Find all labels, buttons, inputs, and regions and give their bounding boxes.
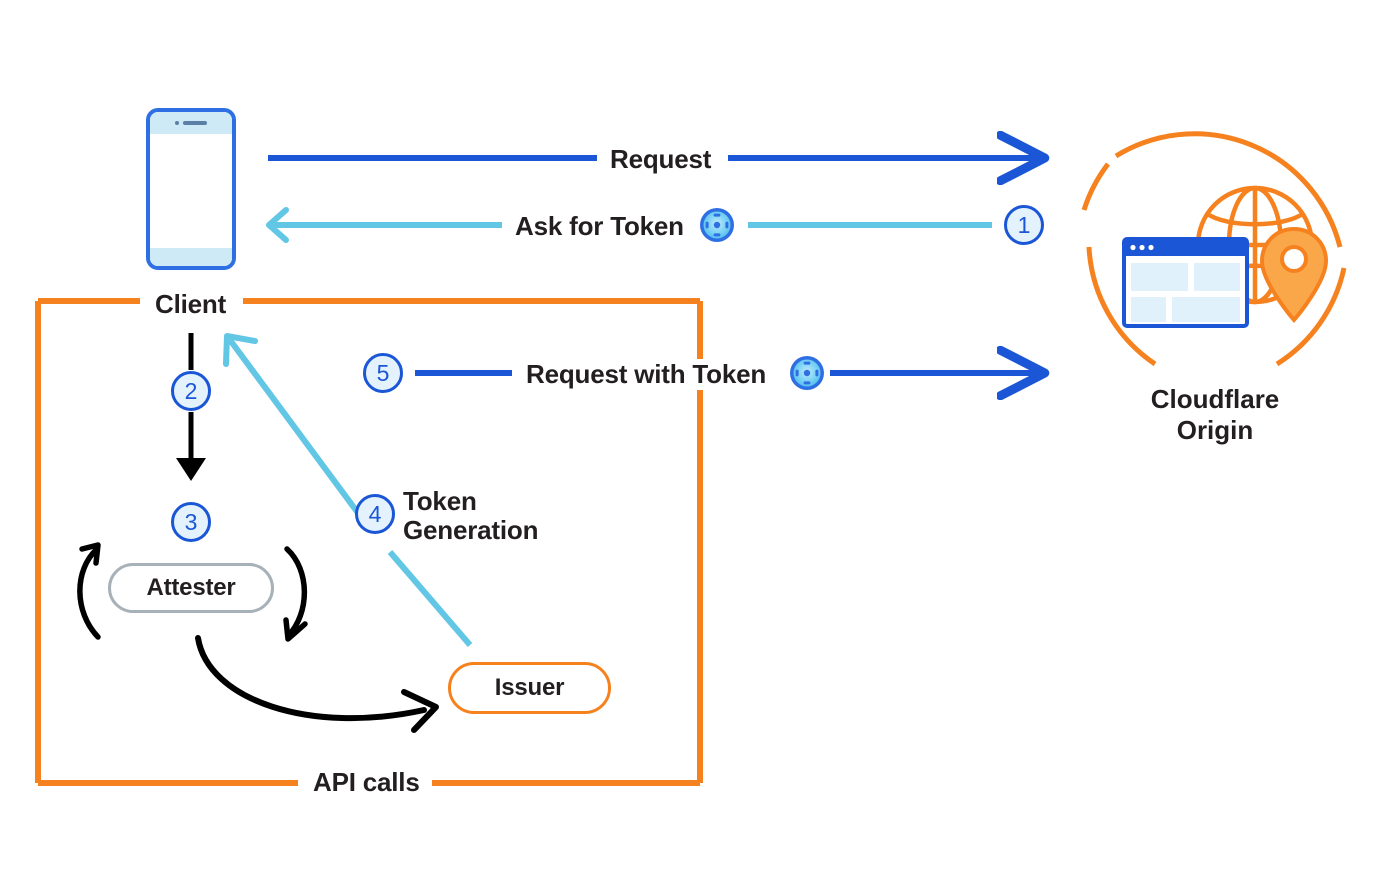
flow-attestation-loop-right-arrow <box>283 546 308 642</box>
flow-token-generation-arrow <box>223 333 473 647</box>
step-badge-4: 4 <box>355 494 395 534</box>
node-label-client: Client <box>145 289 237 320</box>
cloudflare-origin-line-2: Origin <box>1176 414 1254 445</box>
step-badge-1: 1 <box>1004 205 1044 245</box>
step-badge-3: 3 <box>171 502 211 542</box>
token-generation-line-2: Generation <box>403 515 539 546</box>
api-calls-boundary <box>35 298 703 786</box>
phone-speaker-bar <box>183 121 207 125</box>
node-issuer[interactable]: Issuer <box>448 662 611 714</box>
flow-client-to-attester-arrow <box>176 333 206 481</box>
phone-home-area <box>150 248 232 266</box>
boundary-label-api-calls: API calls <box>303 767 430 798</box>
step-badge-2: 2 <box>171 371 211 411</box>
token-circle-icon <box>700 208 734 242</box>
node-label-issuer: Issuer <box>494 674 565 701</box>
cloudflare-origin-circle <box>1081 131 1347 367</box>
node-attester[interactable]: Attester <box>108 563 274 613</box>
flow-attestation-loop-left-arrow <box>77 542 101 640</box>
step-badge-5: 5 <box>363 353 403 393</box>
token-generation-line-1: Token <box>403 486 477 516</box>
token-circle-icon <box>790 356 824 390</box>
mobile-phone-icon <box>146 108 236 270</box>
flow-label-request-with-token: Request with Token <box>516 359 777 390</box>
flow-attester-to-issuer-arrow <box>195 635 439 733</box>
phone-camera-dot <box>175 121 179 125</box>
flow-label-request: Request <box>600 144 722 175</box>
browser-window-icon <box>1122 237 1249 328</box>
phone-screen <box>150 134 232 266</box>
flow-ask-for-token-arrow <box>266 207 992 243</box>
flow-label-ask-for-token: Ask for Token <box>505 211 694 242</box>
cloudflare-origin-line-1: Cloudflare <box>1150 384 1280 414</box>
map-pin-icon <box>1259 226 1329 324</box>
node-label-attester: Attester <box>146 574 236 601</box>
phone-speaker <box>150 112 232 134</box>
